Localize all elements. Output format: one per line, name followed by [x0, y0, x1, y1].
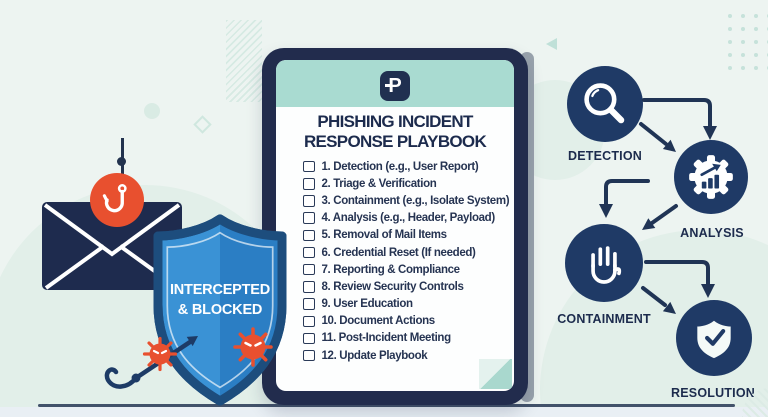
folded-corner-decoration — [479, 359, 512, 389]
ground-line — [38, 404, 735, 407]
checkbox-icon — [303, 298, 315, 310]
magnifier-icon — [584, 83, 625, 124]
logo-letter: P — [388, 74, 402, 97]
flow-node-resolution — [676, 300, 752, 376]
checklist-item: 9. User Education — [303, 296, 511, 313]
stop-hand-icon — [591, 246, 622, 284]
flow-label-resolution: RESOLUTION — [671, 386, 755, 400]
checklist-item: 12. Update Playbook — [303, 347, 511, 364]
flow-node-analysis — [674, 140, 748, 214]
logo-dash — [385, 84, 391, 87]
fishing-line-bead — [117, 157, 126, 166]
checklist-item: 1. Detection (e.g., User Report) — [303, 158, 511, 175]
flow-label-analysis: ANALYSIS — [680, 226, 744, 240]
checkbox-icon — [303, 246, 315, 259]
flow-node-containment — [565, 224, 643, 302]
incident-checklist: 1. Detection (e.g., User Report) 2. Tria… — [303, 158, 511, 364]
checklist-item-label: 12. Update Playbook — [321, 349, 428, 362]
checklist-item-label: 4. Analysis (e.g., Header, Payload) — [321, 212, 496, 225]
checklist-item: 5. Removal of Mail Items — [303, 227, 511, 244]
checkbox-icon — [303, 349, 315, 362]
checklist-item: 3. Containment (e.g., Isolate System) — [303, 192, 511, 209]
checklist-item: 8. Review Security Controls — [303, 278, 511, 295]
checkbox-icon — [303, 332, 315, 345]
checkbox-icon — [303, 195, 315, 207]
checkbox-icon — [303, 160, 315, 173]
checklist-item: 7. Reporting & Compliance — [303, 261, 511, 278]
checkbox-icon — [303, 281, 315, 293]
dot-decoration — [144, 103, 160, 119]
triangle-decoration — [546, 38, 557, 50]
fish-hook-icon — [102, 184, 127, 213]
checklist-item-label: 8. Review Security Controls — [321, 280, 464, 293]
checklist-item: 11. Post-Incident Meeting — [303, 330, 511, 347]
checkbox-icon — [303, 315, 315, 328]
shield-caption-line-1: INTERCEPTED — [169, 282, 271, 298]
checkbox-icon — [303, 178, 315, 190]
arrow-containment-to-resolution — [644, 260, 710, 286]
fish-hook-icon — [104, 367, 139, 389]
dots-grid-decoration — [728, 14, 768, 70]
checklist-item-label: 6. Credential Reset (If needed) — [321, 246, 476, 259]
flow-node-detection — [567, 66, 643, 142]
checkbox-icon — [303, 263, 315, 276]
bottom-band — [0, 407, 768, 417]
shield-caption: INTERCEPTED & BLOCKED — [150, 280, 290, 320]
gear-chart-icon — [689, 155, 733, 199]
checklist-item-label: 7. Reporting & Compliance — [321, 263, 461, 276]
checklist-item-label: 1. Detection (e.g., User Report) — [321, 160, 479, 173]
shield-check-icon — [697, 320, 731, 359]
checklist-item-label: 3. Containment (e.g., Isolate System) — [321, 194, 510, 207]
arrow-containment-to-resolution-diagonal — [641, 286, 667, 307]
diagonal-hatch-decoration — [226, 20, 262, 102]
playbook-logo: P — [380, 71, 410, 101]
flow-label-detection: DETECTION — [567, 149, 643, 163]
arrow-detection-to-analysis-diagonal — [639, 122, 668, 146]
diamond-decoration — [193, 115, 212, 134]
tablet-screen: P PHISHING INCIDENT RESPONSE PLAYBOOK 1.… — [276, 60, 514, 391]
checklist-item: 4. Analysis (e.g., Header, Payload) — [303, 210, 511, 227]
title-line-1: PHISHING INCIDENT — [317, 112, 473, 131]
checklist-item-label: 11. Post-Incident Meeting — [321, 332, 452, 345]
checkbox-icon — [303, 212, 315, 224]
playbook-title: PHISHING INCIDENT RESPONSE PLAYBOOK — [279, 112, 511, 152]
malware-virus-icon — [142, 336, 178, 372]
arrow-analysis-to-containment-diagonal — [650, 204, 678, 225]
malware-virus-icon — [233, 327, 273, 367]
checklist-item: 10. Document Actions — [303, 313, 511, 330]
title-line-2: RESPONSE PLAYBOOK — [303, 132, 487, 151]
checkbox-icon — [303, 229, 315, 242]
flow-label-containment: CONTAINMENT — [557, 312, 651, 326]
checklist-item-label: 9. User Education — [321, 298, 414, 311]
phishing-hook-badge — [90, 173, 144, 227]
checklist-item: 6. Credential Reset (If needed) — [303, 244, 511, 261]
checklist-item-label: 2. Triage & Verification — [321, 177, 437, 190]
arrow-analysis-to-containment — [604, 179, 650, 206]
shield-caption-line-2: & BLOCKED — [177, 302, 263, 318]
checklist-item-label: 5. Removal of Mail Items — [321, 229, 448, 242]
checklist-item-label: 10. Document Actions — [321, 315, 436, 328]
flow-arrows — [599, 98, 717, 314]
arrow-detection-to-analysis — [642, 98, 712, 128]
checklist-item: 2. Triage & Verification — [303, 175, 511, 192]
